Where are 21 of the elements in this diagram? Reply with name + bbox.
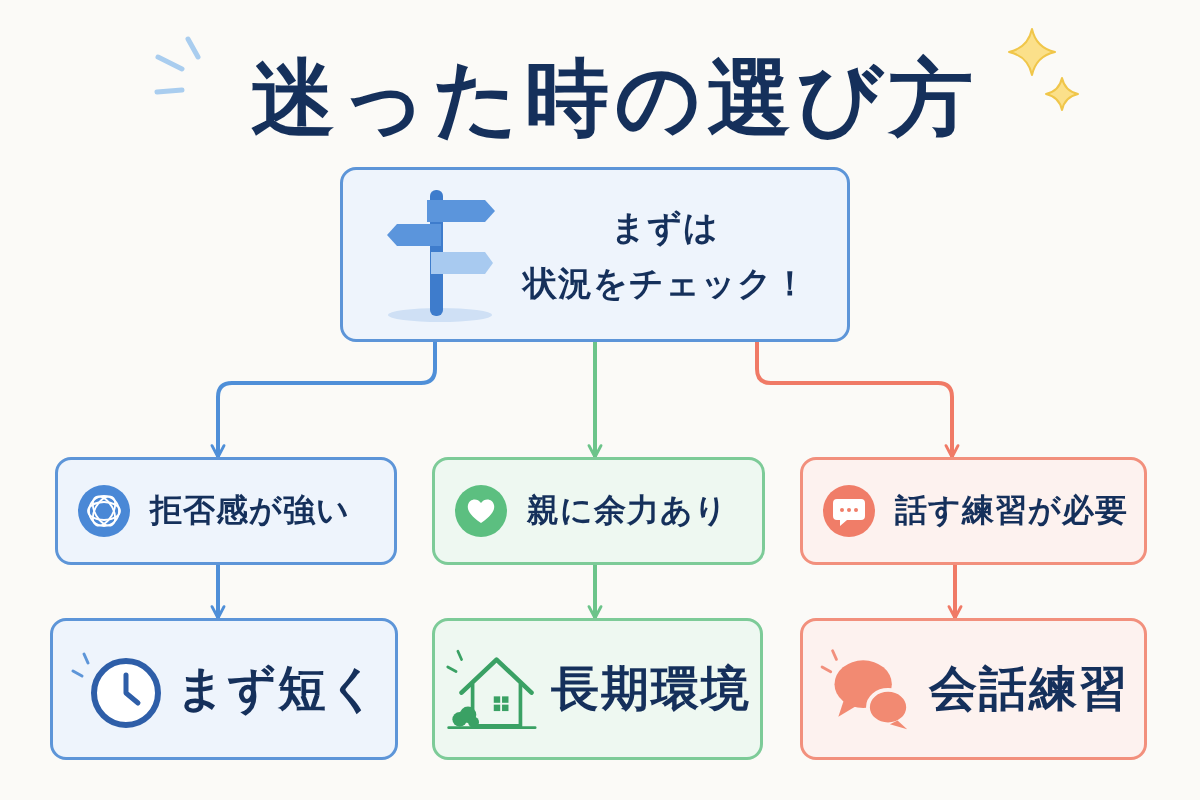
node-text: 拒否感が強い [150, 490, 350, 531]
title-heading: 迷った時の選び方 [250, 48, 980, 148]
condition-box [55, 457, 397, 565]
arrow [210, 563, 226, 620]
result-box [50, 618, 398, 760]
condition-box [432, 457, 765, 565]
node-text: 話す練習が必要 [895, 490, 1128, 531]
arrow [755, 340, 960, 459]
arrow [587, 563, 603, 620]
node-text: 長期環境 [550, 659, 751, 718]
result-box [800, 618, 1147, 760]
arrow [210, 340, 437, 459]
node-text: まずは状況をチェック！ [520, 205, 809, 305]
arrow [587, 340, 603, 459]
start-box [340, 167, 850, 342]
arrow [947, 563, 963, 620]
condition-box [800, 457, 1147, 565]
node-text: 親に余力あり [527, 490, 728, 531]
result-box [432, 618, 763, 760]
node-text: 会話練習 [928, 659, 1129, 718]
node-text: まず短く [175, 659, 379, 718]
